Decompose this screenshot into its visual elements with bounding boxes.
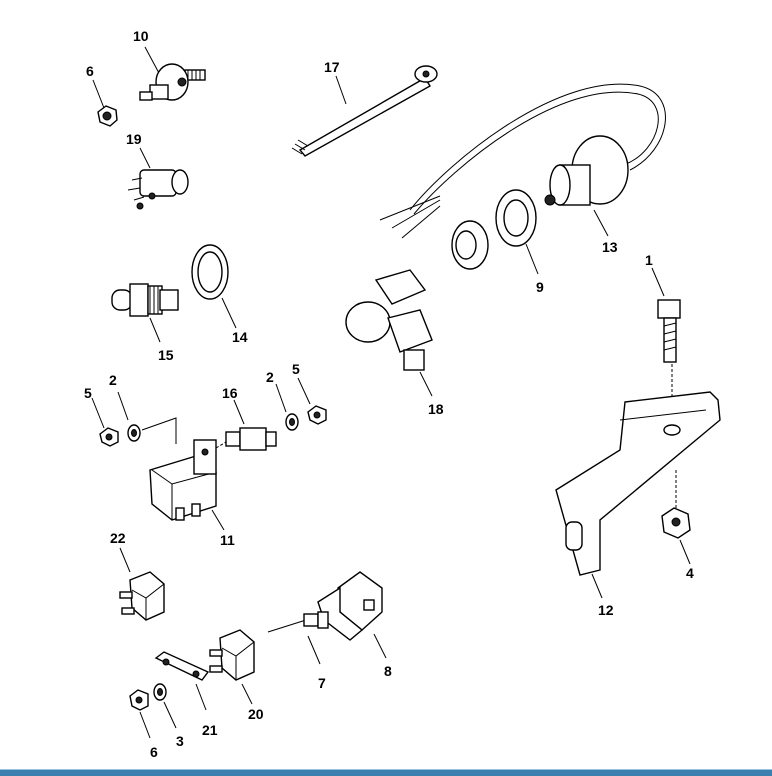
part-6-nut-bottom	[129, 689, 151, 739]
part-10-switch	[139, 46, 206, 101]
part-17-probe	[291, 65, 438, 157]
part-18-clip	[345, 269, 433, 397]
label-9: 9	[536, 279, 544, 295]
label-7: 7	[318, 675, 326, 691]
label-13: 13	[602, 239, 618, 255]
part-11-relay	[141, 417, 225, 531]
label-21: 21	[202, 722, 218, 738]
label-10: 10	[133, 28, 149, 44]
label-2-right: 2	[266, 369, 274, 385]
label-14: 14	[232, 329, 248, 345]
part-14-gasket	[191, 244, 237, 329]
part-4-nut	[661, 507, 691, 565]
footer-bar	[0, 769, 772, 776]
label-15: 15	[158, 347, 174, 363]
part-21-strap	[154, 651, 210, 711]
part-1-bolt	[651, 267, 681, 430]
part-5-nut-left	[91, 397, 119, 447]
label-3: 3	[176, 733, 184, 749]
part-15-plunger-switch	[111, 283, 179, 343]
label-20: 20	[248, 706, 264, 722]
part-19-switch	[127, 147, 189, 210]
part-adapter-nut	[451, 220, 489, 270]
label-22: 22	[110, 530, 126, 546]
label-8: 8	[384, 663, 392, 679]
part-16-spacer	[215, 399, 277, 451]
label-2-left: 2	[109, 372, 117, 388]
part-12-bracket	[555, 391, 721, 599]
part-6-nut-top	[92, 79, 118, 127]
part-20-terminal-block	[209, 629, 255, 705]
part-8-cover	[317, 571, 387, 659]
part-13-sender	[379, 83, 666, 239]
label-12: 12	[598, 602, 614, 618]
part-5-nut-right	[297, 377, 327, 425]
label-1: 1	[645, 252, 653, 268]
label-5-right: 5	[292, 361, 300, 377]
label-6-bottom: 6	[150, 744, 158, 760]
part-9-gasket	[495, 189, 539, 275]
part-2-washer-left	[117, 391, 141, 442]
part-2-washer-right	[275, 383, 299, 431]
part-7-probe	[267, 611, 329, 665]
label-16: 16	[222, 385, 238, 401]
part-3-washer	[153, 683, 177, 729]
part-22-terminal-block	[119, 547, 165, 621]
label-4: 4	[686, 565, 694, 581]
label-18: 18	[428, 401, 444, 417]
label-17: 17	[324, 59, 340, 75]
label-19: 19	[126, 131, 142, 147]
label-6-top: 6	[86, 63, 94, 79]
label-5-left: 5	[84, 385, 92, 401]
label-11: 11	[220, 532, 235, 548]
